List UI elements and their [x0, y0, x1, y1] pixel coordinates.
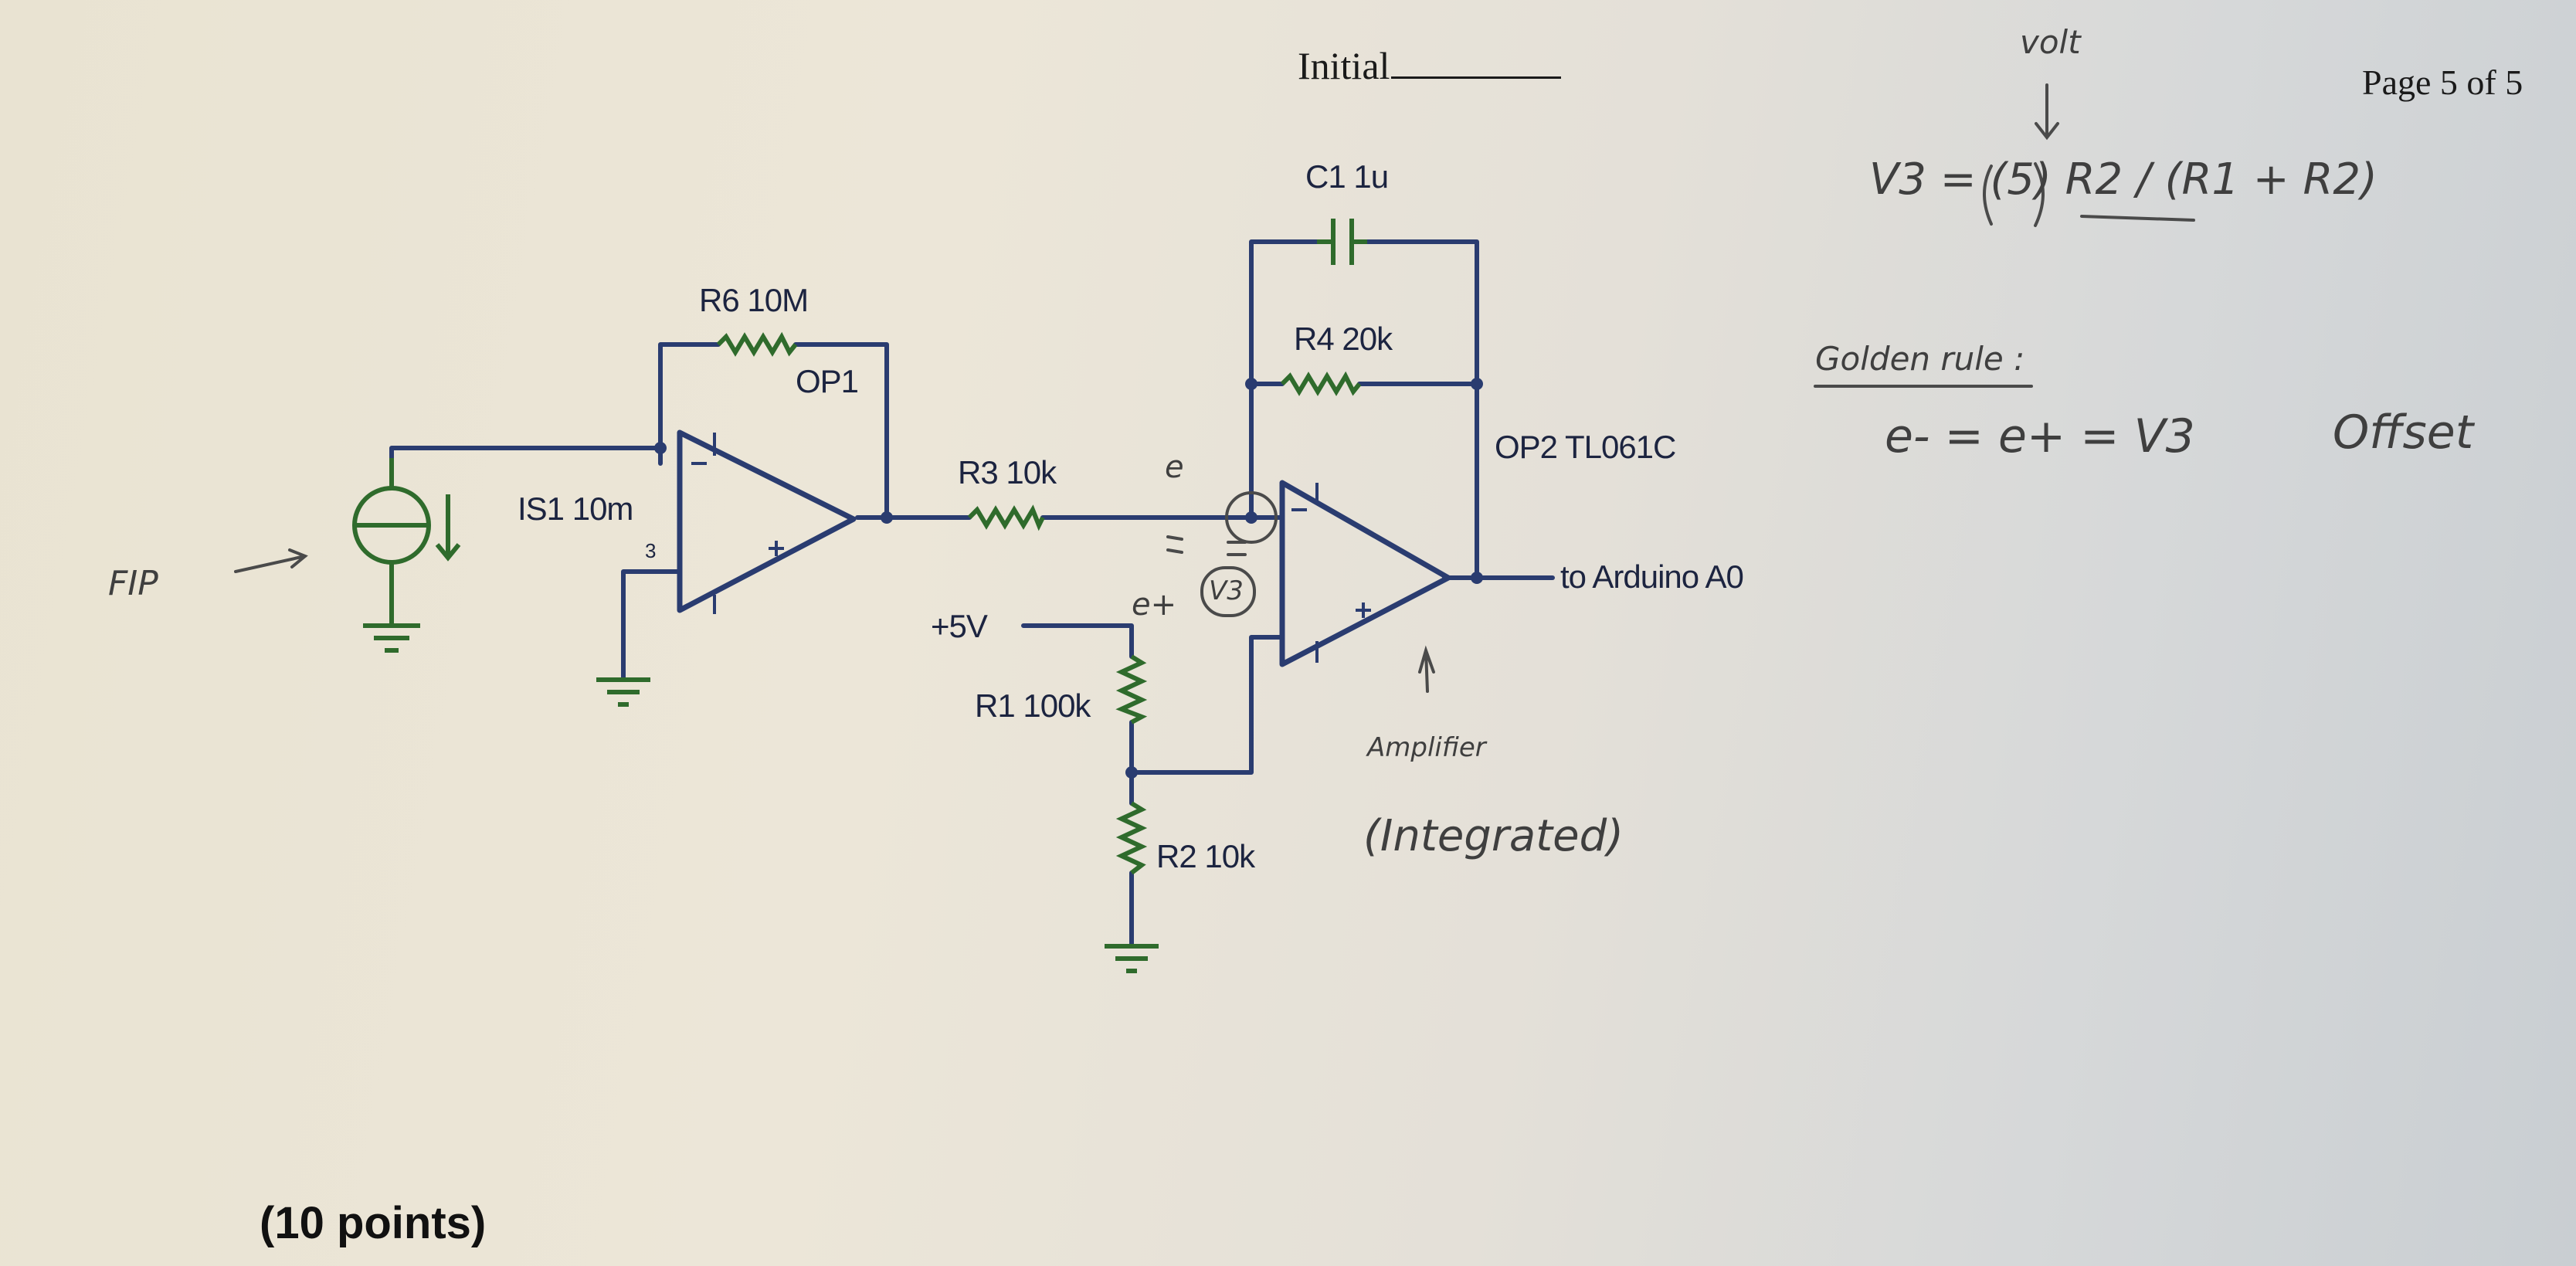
fraction-bar [2080, 215, 2195, 222]
wire-op1-noninv-ground [621, 569, 682, 682]
c1-plates [1317, 219, 1367, 265]
is1-arrow [435, 494, 461, 562]
op1-symbol [677, 429, 857, 613]
op1-label: OP1 [796, 363, 859, 399]
points-label: (10 points) [260, 1198, 487, 1248]
amplifier-arrow [1418, 645, 1435, 693]
volt-arrow [2035, 83, 2059, 141]
initial-field: Initial [1298, 43, 1562, 88]
r6-zigzag [716, 331, 798, 357]
equation-note: V3 = (5) R2 / (R1 + R2) [1869, 154, 2377, 205]
ground-is1 [363, 623, 420, 653]
op2-label: OP2 TL061C [1495, 429, 1676, 465]
op1-pin3-label: 3 [645, 539, 657, 562]
r4-label: R4 20k [1294, 321, 1393, 357]
r6-label: R6 10M [699, 282, 809, 318]
c1-label: C1 1u [1305, 158, 1389, 195]
r2-label: R2 10k [1156, 838, 1255, 874]
initial-blank [1391, 46, 1562, 79]
r3-zigzag [967, 504, 1045, 531]
rule-equation-note: e- = e+ = V3 [1885, 409, 2195, 463]
integrated-note: (Integrated) [1363, 811, 1624, 861]
ground-r2 [1105, 944, 1159, 973]
wire-c1-feedback [1249, 239, 1479, 578]
five-parens [1983, 162, 2045, 227]
page-number: Page 5 of 5 [2362, 63, 2523, 102]
offset-note: Offset [2333, 406, 2474, 460]
wire-r6-feedback [658, 342, 889, 520]
fip-note: FIP [108, 564, 158, 603]
supply-label: +5V [931, 608, 988, 644]
output-label: to Arduino A0 [1560, 558, 1744, 595]
e-equals-mark [1166, 535, 1247, 556]
e-plus-note: e+ [1132, 587, 1177, 623]
initial-label: Initial [1298, 44, 1390, 87]
e-minus-circle [1225, 491, 1278, 544]
ground-op1 [596, 677, 650, 707]
wire-source-to-op1 [389, 446, 663, 466]
amplifier-note: Amplifier [1367, 732, 1486, 763]
r1-zigzag [1115, 654, 1148, 725]
op2-symbol [1279, 480, 1451, 667]
r1-label: R1 100k [975, 687, 1091, 724]
r2-zigzag [1115, 801, 1148, 875]
golden-rule-note: Golden rule : [1815, 340, 2025, 378]
wire-r1-r2-node [1129, 635, 1285, 775]
e-minus-note: e [1165, 450, 1184, 485]
is1-label: IS1 10m [518, 490, 633, 527]
v3-circle [1200, 566, 1256, 617]
fip-arrow [234, 548, 308, 573]
wire-supply [1021, 623, 1134, 659]
r4-zigzag [1280, 371, 1362, 396]
volt-note: volt [2020, 23, 2081, 61]
v3-note: V3 [1209, 575, 1244, 606]
r3-label: R3 10k [958, 454, 1057, 490]
